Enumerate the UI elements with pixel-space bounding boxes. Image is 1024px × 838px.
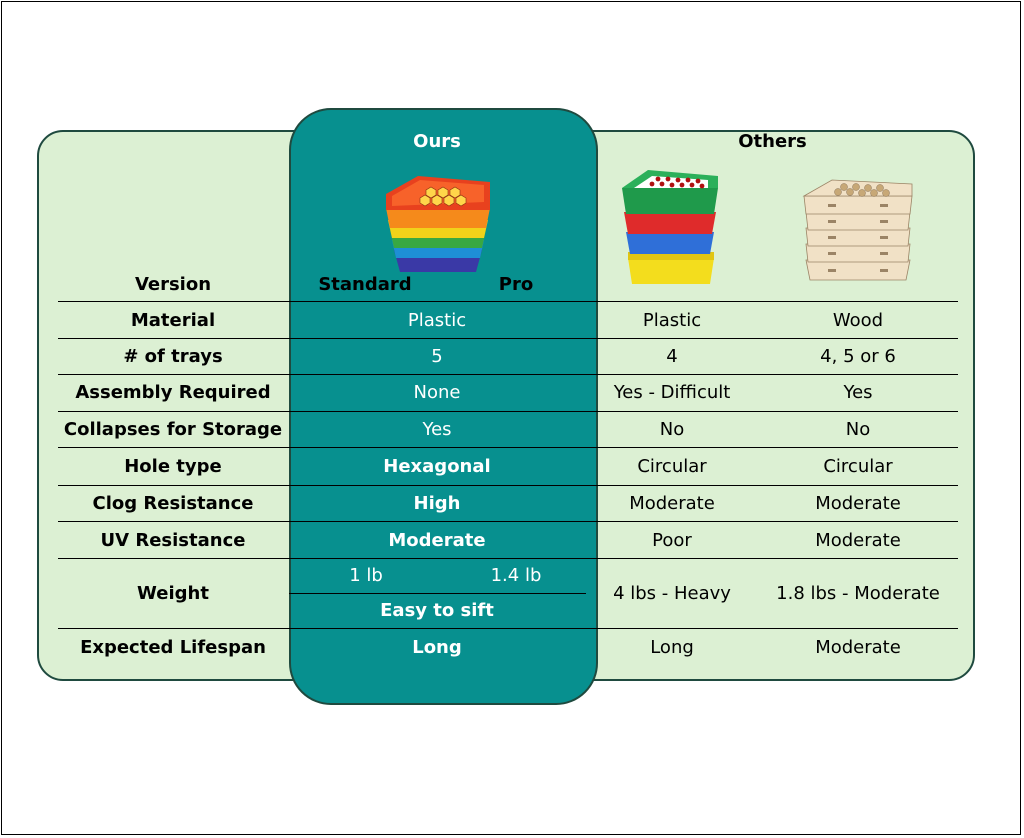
assembly-plastic: Yes - Difficult xyxy=(613,382,731,403)
collapses-plastic: No xyxy=(659,419,685,440)
trays-wood: 4, 5 or 6 xyxy=(820,346,896,367)
pro-label: Pro xyxy=(498,274,534,295)
clog-wood: Moderate xyxy=(815,493,901,514)
row-divider xyxy=(58,485,958,486)
ours-header: Ours xyxy=(413,131,461,152)
version-label: Version xyxy=(134,274,212,295)
clog-ours: High xyxy=(413,493,461,514)
row-divider xyxy=(58,558,958,559)
row-divider xyxy=(58,374,958,375)
lifespan-plastic: Long xyxy=(650,637,694,658)
uv-plastic: Poor xyxy=(652,530,692,551)
hole-type-plastic: Circular xyxy=(637,456,707,477)
others-header: Others xyxy=(738,131,807,152)
trays-label: # of trays xyxy=(123,346,223,367)
hole-type-wood: Circular xyxy=(823,456,893,477)
others-wood-tray-image xyxy=(802,179,913,281)
assembly-ours: None xyxy=(413,382,461,403)
clog-label: Clog Resistance xyxy=(92,493,254,514)
lifespan-label: Expected Lifespan xyxy=(80,637,266,658)
hole-type-ours: Hexagonal xyxy=(383,456,491,477)
uv-wood: Moderate xyxy=(815,530,901,551)
material-ours: Plastic xyxy=(407,310,467,331)
row-divider xyxy=(58,521,958,522)
uv-label: UV Resistance xyxy=(100,530,246,551)
collapses-ours: Yes xyxy=(422,419,452,440)
trays-plastic: 4 xyxy=(666,346,678,367)
lifespan-wood: Moderate xyxy=(815,637,901,658)
uv-ours: Moderate xyxy=(388,530,486,551)
material-wood: Wood xyxy=(832,310,884,331)
clog-plastic: Moderate xyxy=(629,493,715,514)
weight-label: Weight xyxy=(137,583,209,604)
lifespan-ours: Long xyxy=(412,637,462,658)
standard-label: Standard xyxy=(318,274,412,295)
row-divider xyxy=(58,301,958,302)
ours-tray-image xyxy=(386,176,490,272)
weight-divider xyxy=(289,593,586,594)
collapses-label: Collapses for Storage xyxy=(63,419,283,440)
row-divider xyxy=(58,411,958,412)
assembly-wood: Yes xyxy=(843,382,873,403)
others-plastic-tray-image xyxy=(622,170,718,284)
row-divider xyxy=(58,628,958,629)
row-divider xyxy=(58,338,958,339)
weight-standard: 1 lb xyxy=(349,565,383,586)
material-label: Material xyxy=(130,310,216,331)
weight-wood: 1.8 lbs - Moderate xyxy=(776,583,940,604)
hole-type-label: Hole type xyxy=(124,456,222,477)
collapses-wood: No xyxy=(845,419,871,440)
material-plastic: Plastic xyxy=(642,310,702,331)
weight-pro: 1.4 lb xyxy=(490,565,542,586)
assembly-label: Assembly Required xyxy=(75,382,271,403)
weight-plastic: 4 lbs - Heavy xyxy=(613,583,731,604)
weight-ours-note: Easy to sift xyxy=(380,600,494,621)
row-divider xyxy=(58,447,958,448)
trays-ours: 5 xyxy=(431,346,443,367)
